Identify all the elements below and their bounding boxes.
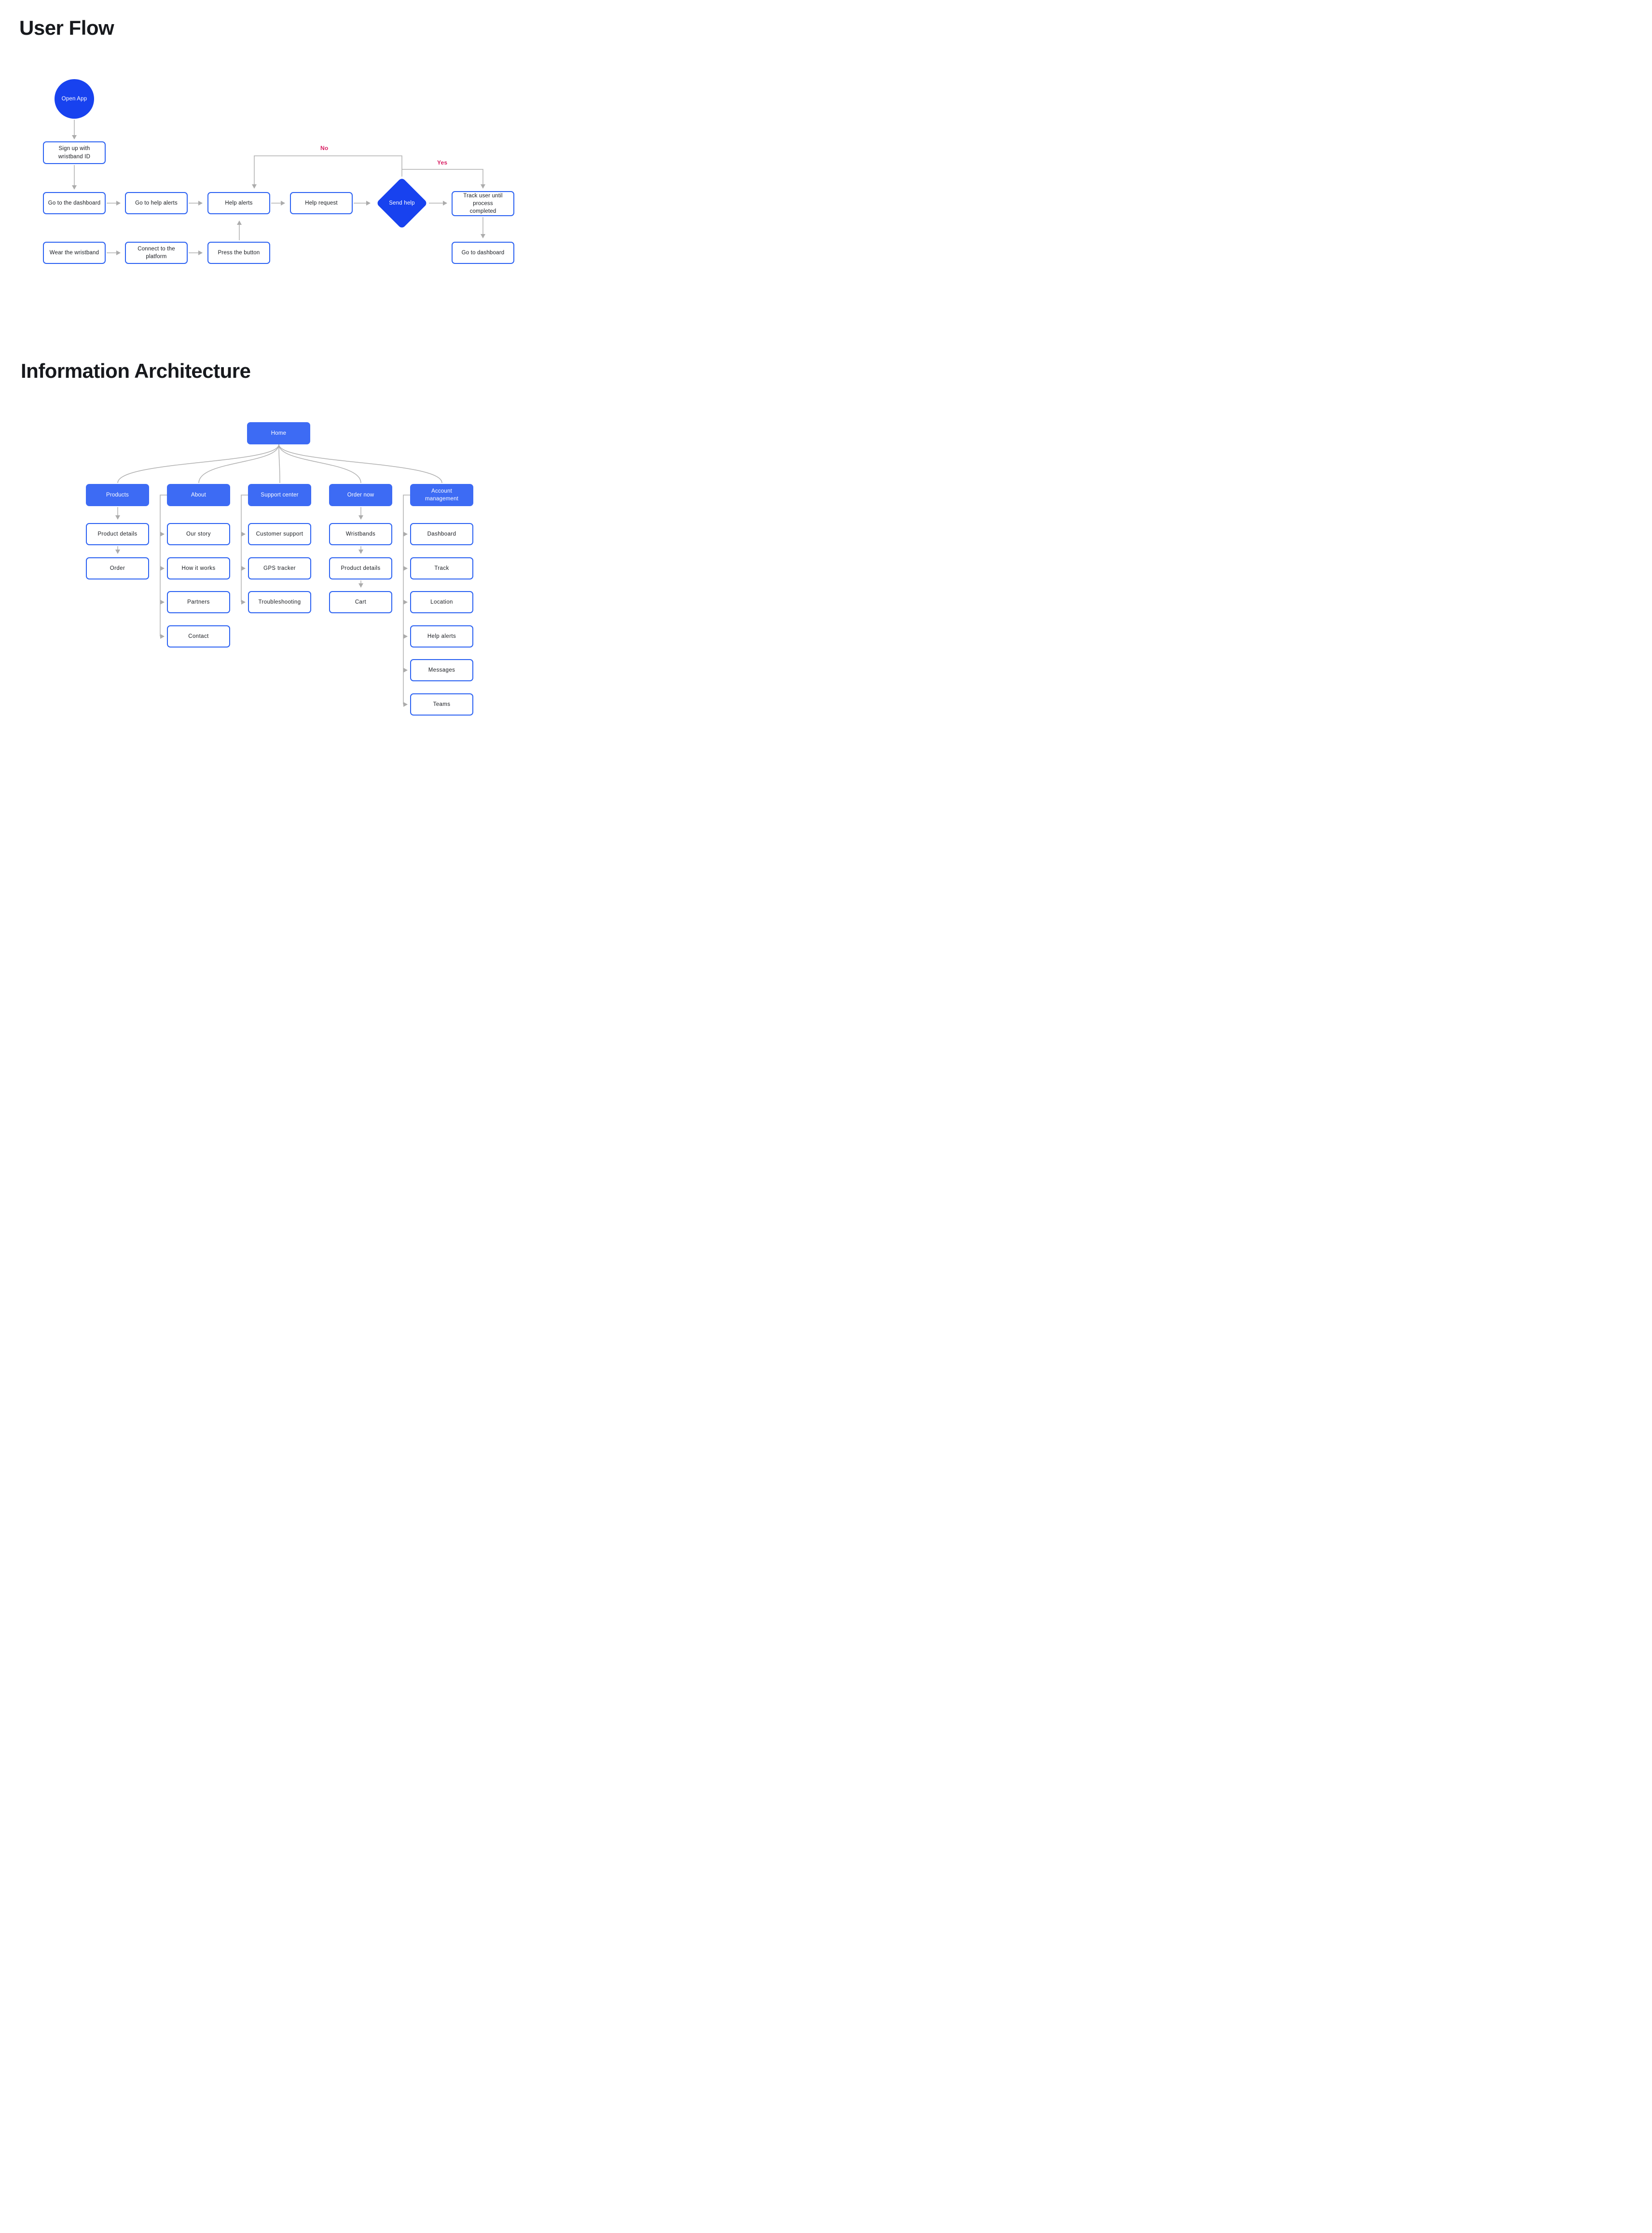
ia-node-label: About <box>191 492 206 498</box>
flow-node-go-to-the-dashboard: Go to the dashboard <box>43 192 106 214</box>
flow-node-open-app: Open App <box>55 79 94 119</box>
ia-node-label: Cart <box>355 599 367 605</box>
ia-node-label: Messages <box>428 667 455 673</box>
ia-node-label: Dashboard <box>427 531 456 537</box>
flow-node-track-user: Track user until process completed <box>452 191 514 216</box>
ia-category-products: Products <box>86 484 149 506</box>
ia-node-label: Order <box>110 565 125 571</box>
ia-node-label: Product details <box>97 531 138 537</box>
flow-node-label: Help request <box>305 200 338 206</box>
flow-node-label: Track user until process completed <box>463 193 503 215</box>
edge-label-yes: Yes <box>437 159 448 166</box>
ia-category-support-center: Support center <box>248 484 311 506</box>
ia-node-label: Products <box>106 492 129 498</box>
ia-node-label: Account management <box>425 488 459 502</box>
ia-child-cart: Cart <box>329 591 392 613</box>
flow-node-label: Go to the dashboard <box>48 200 101 206</box>
ia-child-location: Location <box>410 591 473 613</box>
ia-child-track: Track <box>410 557 473 579</box>
ia-node-label: Location <box>430 599 453 605</box>
ia-node-label: Home <box>271 430 287 436</box>
flow-decision-label: Send help <box>375 185 428 221</box>
flow-node-help-request: Help request <box>290 192 353 214</box>
ia-node-label: GPS tracker <box>263 565 296 571</box>
flow-node-label: Open App <box>61 96 87 102</box>
ia-child-order: Order <box>86 557 149 579</box>
ia-child-product-details-2: Product details <box>329 557 392 579</box>
flow-node-connect-to-platform: Connect to the platform <box>125 242 188 264</box>
ia-node-label: Support center <box>261 492 299 498</box>
user-flow-title: User Flow <box>19 16 114 39</box>
flow-node-label: Help alerts <box>225 200 253 206</box>
ia-category-about: About <box>167 484 230 506</box>
flow-node-label: Connect to the platform <box>138 246 175 260</box>
ia-node-label: Track <box>434 565 449 571</box>
ia-node-label: Wristbands <box>345 531 376 537</box>
ia-child-messages: Messages <box>410 659 473 681</box>
flow-node-go-to-dashboard: Go to dashboard <box>452 242 514 264</box>
ia-node-label: Our story <box>186 531 211 537</box>
ia-child-teams: Teams <box>410 693 473 716</box>
ia-node-label: Product details <box>341 565 381 571</box>
ia-category-order-now: Order now <box>329 484 392 506</box>
ia-node-label: How it works <box>181 565 216 571</box>
ia-node-label: Troubleshooting <box>258 599 301 605</box>
flow-node-label: Wear the wristband <box>49 249 99 256</box>
flow-node-press-the-button: Press the button <box>207 242 270 264</box>
ia-child-help-alerts: Help alerts <box>410 625 473 648</box>
ia-node-label: Teams <box>433 701 451 707</box>
ia-node-label: Help alerts <box>427 633 456 639</box>
ia-node-label: Order now <box>347 492 374 498</box>
flow-node-label: Press the button <box>218 249 260 256</box>
ia-node-label: Customer support <box>256 531 303 537</box>
ia-child-how-it-works: How it works <box>167 557 230 579</box>
flow-node-label: Go to dashboard <box>461 249 505 256</box>
ia-child-gps-tracker: GPS tracker <box>248 557 311 579</box>
ia-child-dashboard: Dashboard <box>410 523 473 545</box>
ia-node-label: Contact <box>188 633 209 639</box>
no-branch-edge <box>252 155 402 189</box>
ia-child-product-details: Product details <box>86 523 149 545</box>
flow-node-help-alerts: Help alerts <box>207 192 270 214</box>
flow-node-label: Send help <box>389 200 415 206</box>
flow-node-go-to-help-alerts: Go to help alerts <box>125 192 188 214</box>
ia-node-label: Partners <box>187 599 210 605</box>
flow-node-signup: Sign up with wristband ID <box>43 141 106 164</box>
ia-child-partners: Partners <box>167 591 230 613</box>
ia-child-wristbands: Wristbands <box>329 523 392 545</box>
flow-node-wear-the-wristband: Wear the wristband <box>43 242 106 264</box>
edge-label-no: No <box>320 145 329 152</box>
ia-child-contact: Contact <box>167 625 230 648</box>
canvas: User Flow Open App Sign up with wristban… <box>0 0 551 744</box>
flow-node-label: Sign up with wristband ID <box>58 146 91 160</box>
information-architecture-title: Information Architecture <box>21 359 251 382</box>
ia-child-troubleshooting: Troubleshooting <box>248 591 311 613</box>
flow-node-label: Go to help alerts <box>135 200 178 206</box>
ia-child-our-story: Our story <box>167 523 230 545</box>
ia-node-home: Home <box>247 422 310 444</box>
ia-category-account-management: Account management <box>410 484 473 506</box>
ia-child-customer-support: Customer support <box>248 523 311 545</box>
